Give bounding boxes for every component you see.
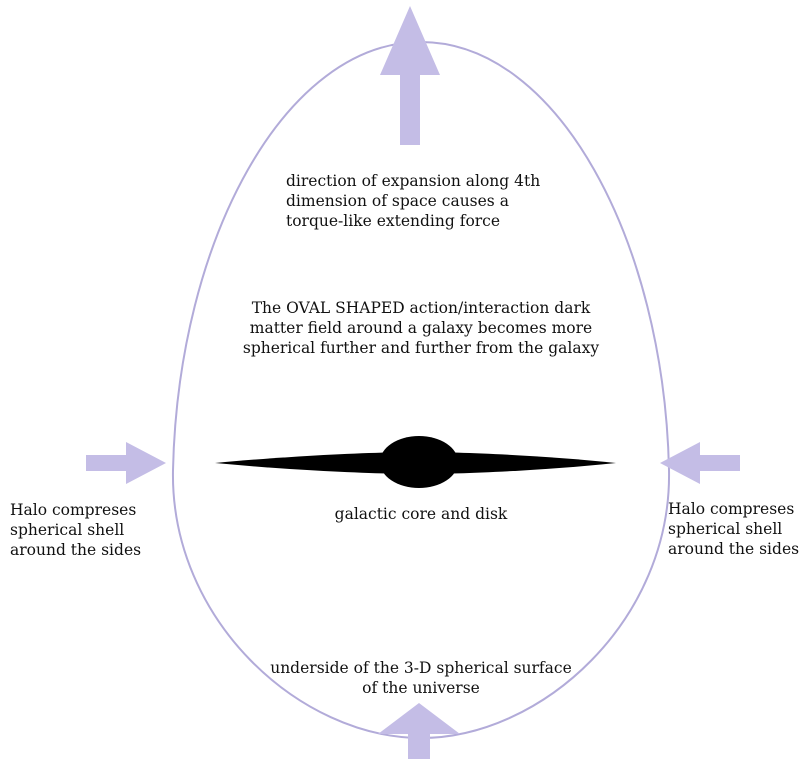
underside-label: underside of the 3-D spherical surface o… xyxy=(221,658,621,698)
halo-left-label-line-2: spherical shell xyxy=(10,521,125,539)
underside-arrow-up xyxy=(378,703,460,759)
underside-label-line-1: underside of the 3-D spherical surface xyxy=(270,659,572,677)
halo-right-label: Halo compreses spherical shell around th… xyxy=(668,499,799,559)
expansion-label: direction of expansion along 4th dimensi… xyxy=(286,171,540,231)
galactic-core xyxy=(380,436,458,488)
oval-field-label-line-1: The OVAL SHAPED action/interaction dark xyxy=(251,299,591,317)
halo-right-label-line-1: Halo compreses xyxy=(668,500,795,518)
oval-field-label: The OVAL SHAPED action/interaction dark … xyxy=(226,298,616,358)
galaxy-label: galactic core and disk xyxy=(296,504,546,524)
halo-arrow-right xyxy=(660,442,740,484)
expansion-label-line-3: torque-like extending force xyxy=(286,212,501,230)
galaxy-label-text: galactic core and disk xyxy=(334,505,508,523)
halo-left-label-line-1: Halo compreses xyxy=(10,501,137,519)
dark-matter-oval xyxy=(171,40,671,740)
halo-left-label-line-3: around the sides xyxy=(10,541,142,559)
underside-label-line-2: of the universe xyxy=(362,679,480,697)
halo-left-label: Halo compreses spherical shell around th… xyxy=(10,500,141,560)
halo-right-label-line-3: around the sides xyxy=(668,540,800,558)
oval-field-label-line-2: matter field around a galaxy becomes mor… xyxy=(249,319,593,337)
oval-field-label-line-3: spherical further and further from the g… xyxy=(242,339,600,357)
expansion-label-line-2: dimension of space causes a xyxy=(286,192,509,210)
expansion-arrow-up xyxy=(380,6,440,145)
halo-arrow-left xyxy=(86,442,166,484)
halo-right-label-line-2: spherical shell xyxy=(668,520,783,538)
expansion-label-line-1: direction of expansion along 4th xyxy=(286,172,541,190)
